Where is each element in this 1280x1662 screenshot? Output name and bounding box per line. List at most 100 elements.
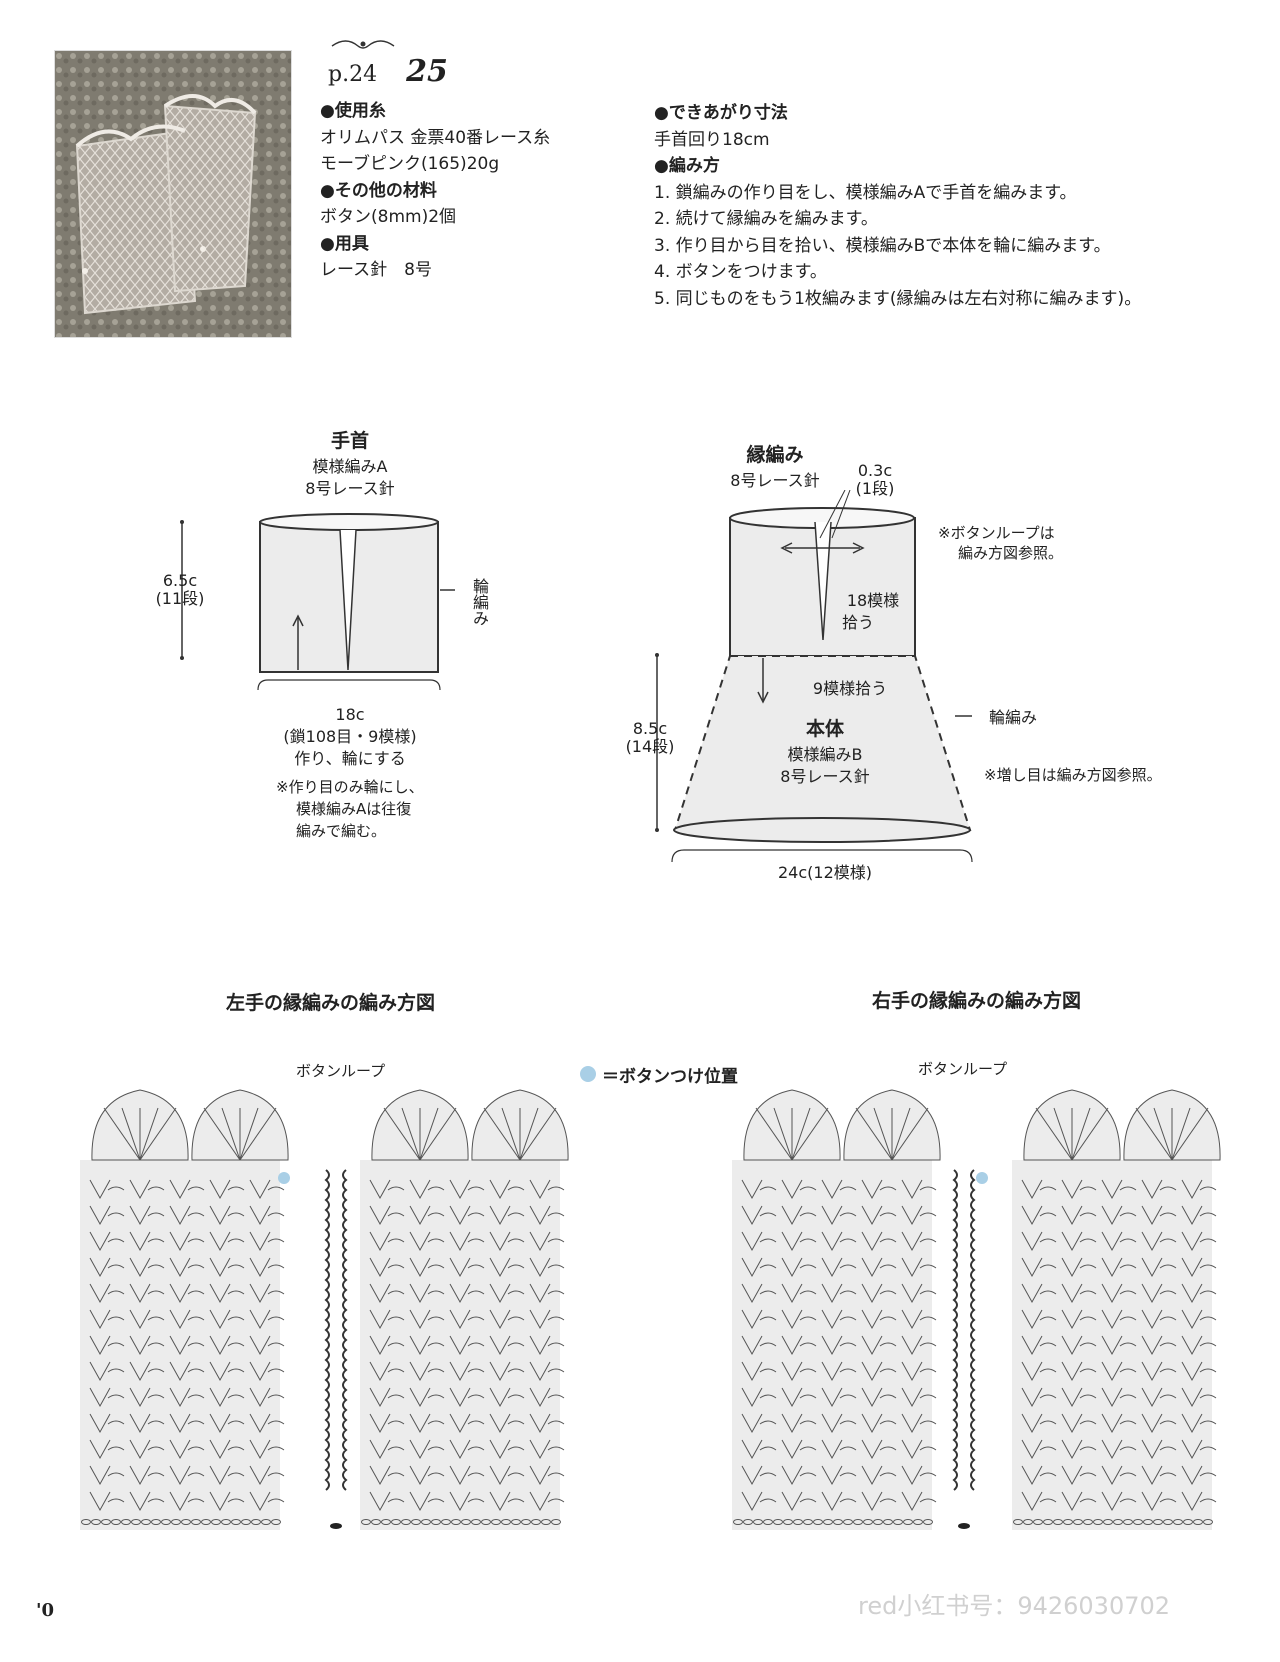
v-stitch [489, 1309, 511, 1330]
chain-arc [227, 1472, 245, 1477]
body-side: 輪編み [988, 708, 1037, 727]
v-stitch [409, 1413, 431, 1434]
v-stitch [781, 1387, 803, 1408]
chain-arc [467, 1420, 485, 1425]
v-stitch [209, 1179, 231, 1200]
button-loop-edge [952, 1169, 958, 1491]
chain-arc [147, 1446, 165, 1451]
base-chain [151, 1519, 161, 1525]
chain-arc [147, 1420, 165, 1425]
chain-arc [147, 1342, 165, 1347]
chain-arc [507, 1394, 525, 1399]
v-stitch [529, 1361, 551, 1382]
chain-arc [147, 1212, 165, 1217]
base-chain [231, 1519, 241, 1525]
v-stitch [89, 1361, 111, 1382]
instructions-section: ●できあがり寸法 手首回り18cm ●編み方 1. 鎖編みの作り目をし、模様編み… [654, 100, 1141, 312]
fan-stitch [791, 1107, 829, 1161]
v-stitch [1061, 1491, 1083, 1512]
v-stitch [449, 1205, 471, 1226]
chain-arc [919, 1420, 937, 1425]
v-stitch [249, 1387, 271, 1408]
v-stitch [209, 1465, 231, 1486]
v-stitch [169, 1179, 191, 1200]
base-chain [1193, 1519, 1203, 1525]
chain-arc [467, 1238, 485, 1243]
v-stitch [209, 1309, 231, 1330]
fan-stitch [519, 1107, 539, 1161]
base-chain [521, 1519, 531, 1525]
base-chain [1103, 1519, 1113, 1525]
chain-arc [879, 1498, 897, 1503]
v-stitch [209, 1361, 231, 1382]
v-stitch [169, 1231, 191, 1252]
chain-arc [107, 1446, 125, 1451]
legend-label: ＝ボタンつけ位置 [602, 1067, 738, 1087]
chain-arc [799, 1264, 817, 1269]
base-chain [121, 1519, 131, 1525]
v-stitch [249, 1413, 271, 1434]
v-stitch [901, 1413, 923, 1434]
v-stitch [821, 1257, 843, 1278]
chain-arc [547, 1472, 565, 1477]
chain-arc [879, 1212, 897, 1217]
v-stitch [1181, 1179, 1203, 1200]
v-stitch [169, 1439, 191, 1460]
chain-arc [1039, 1186, 1057, 1191]
fan-stitch [773, 1107, 793, 1161]
v-stitch [249, 1283, 271, 1304]
edge-sub: 8号レース針 [730, 471, 820, 490]
v-stitch [369, 1179, 391, 1200]
v-stitch [489, 1257, 511, 1278]
chain-arc [547, 1446, 565, 1451]
tools-heading: ●用具 [320, 233, 369, 254]
chain-arc [1159, 1290, 1177, 1295]
chain-arc [919, 1186, 937, 1191]
v-stitch [1061, 1413, 1083, 1434]
chain-arc [107, 1472, 125, 1477]
chain-arc [427, 1420, 445, 1425]
v-stitch [529, 1309, 551, 1330]
chain-arc [107, 1186, 125, 1191]
chain-arc [1199, 1238, 1217, 1243]
chain-arc [799, 1420, 817, 1425]
base-chain [1203, 1519, 1213, 1525]
yarn-heading: ●使用糸 [320, 101, 386, 121]
chain-arc [839, 1342, 857, 1347]
v-stitch [249, 1465, 271, 1486]
chain-arc [467, 1264, 485, 1269]
fan-stitch [891, 1107, 911, 1161]
v-stitch [901, 1335, 923, 1356]
chain-arc [547, 1212, 565, 1217]
chain-arc [839, 1290, 857, 1295]
chain-arc [387, 1264, 405, 1269]
v-stitch [1141, 1283, 1163, 1304]
v-stitch [449, 1439, 471, 1460]
body-height-rows: (14段) [625, 737, 675, 756]
chain-arc [1079, 1472, 1097, 1477]
chain-arc [799, 1446, 817, 1451]
v-stitch [169, 1413, 191, 1434]
wrist-width: 18c [310, 704, 390, 726]
chain-arc [267, 1238, 285, 1243]
chain-arc [147, 1238, 165, 1243]
v-stitch [1101, 1413, 1123, 1434]
chain-arc [1199, 1212, 1217, 1217]
v-stitch [1181, 1465, 1203, 1486]
v-stitch [249, 1179, 271, 1200]
left-chart-title: 左手の縁編みの編み方図 [226, 992, 436, 1014]
v-stitch [209, 1283, 231, 1304]
chain-arc [799, 1212, 817, 1217]
base-chain [873, 1519, 883, 1525]
base-chain [261, 1519, 271, 1525]
v-stitch [409, 1335, 431, 1356]
v-stitch [249, 1309, 271, 1330]
chain-arc [1199, 1420, 1217, 1425]
v-stitch [249, 1335, 271, 1356]
v-stitch [409, 1283, 431, 1304]
body-height: 8.5c [632, 719, 668, 738]
right-crochet-chart [732, 1089, 1221, 1530]
chain-arc [879, 1394, 897, 1399]
v-stitch [861, 1439, 883, 1460]
chain-arc [187, 1316, 205, 1321]
